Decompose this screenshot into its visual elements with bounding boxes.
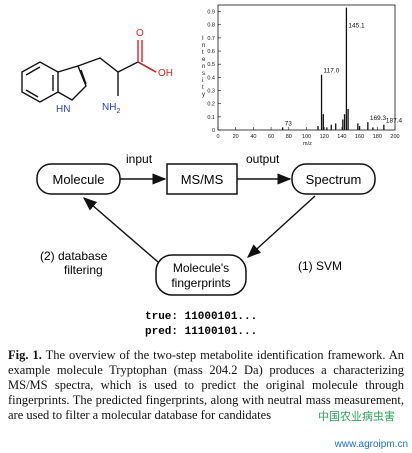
x-tick-label: 160 bbox=[355, 134, 364, 140]
peak-label: 117.0 bbox=[324, 68, 340, 75]
peak-label: 187.4 bbox=[386, 118, 403, 125]
y-tick-label: 0.2 bbox=[207, 102, 215, 108]
x-tick-label: 40 bbox=[250, 134, 256, 140]
pred-fingerprint: pred: 11100101... bbox=[145, 326, 257, 338]
x-tick-label: 120 bbox=[320, 134, 329, 140]
oxygen-label: O bbox=[136, 28, 144, 39]
database-filtering-arrow bbox=[82, 197, 159, 263]
figure-label: Fig. 1. bbox=[8, 348, 42, 362]
database-filtering-label-2: filtering bbox=[64, 263, 103, 277]
fingerprints-node-label-1: Molecule's bbox=[173, 261, 229, 275]
amine-label: NH2 bbox=[102, 102, 120, 115]
svm-arrow-label: (1) SVM bbox=[298, 259, 342, 273]
molecule-node-label: Molecule bbox=[52, 172, 104, 187]
ms-spectrum-chart: 0 0.1 0.2 0.3 0.4 0.5 0.6 0.7 0.8 0.9 0 20 40 60 80 10… bbox=[202, 4, 403, 147]
true-fingerprint: true: 11000101... bbox=[145, 311, 257, 323]
x-tick-label: 60 bbox=[268, 134, 274, 140]
overview-figure: O OH NH2 HN 0 0.1 0.2 0.3 0.4 0.5 0.6 0.7 0.8 0.9… bbox=[21, 4, 403, 338]
x-axis-label: m/z bbox=[303, 141, 312, 147]
svm-arrow bbox=[246, 195, 316, 258]
watermark-chinese: 中国农业病虫害 bbox=[318, 410, 395, 423]
peak-label: 169.3 bbox=[370, 115, 387, 122]
caption-text: The overview of the two-step metabolite … bbox=[8, 348, 405, 422]
x-tick-label: 0 bbox=[216, 134, 219, 140]
x-tick-label: 180 bbox=[373, 134, 382, 140]
y-tick-label: 0 bbox=[212, 128, 215, 134]
tryptophan-structure bbox=[21, 40, 157, 103]
indole-nh-label: HN bbox=[56, 104, 70, 115]
x-tick-label: 200 bbox=[390, 134, 399, 140]
peak-label: 73 bbox=[285, 120, 293, 127]
plot-frame bbox=[217, 4, 396, 131]
fingerprints-node bbox=[155, 254, 247, 296]
y-tick-label: 0.9 bbox=[207, 10, 215, 16]
y-tick-label: 0.4 bbox=[207, 75, 215, 81]
figure-caption: Fig. 1. The overview of the two-step met… bbox=[8, 348, 404, 423]
msms-node-label: MS/MS bbox=[181, 172, 224, 187]
x-tick-label: 20 bbox=[233, 134, 239, 140]
y-tick-label: 0.3 bbox=[207, 89, 215, 95]
output-arrow-label: output bbox=[246, 152, 280, 166]
x-tick-label: 100 bbox=[302, 134, 311, 140]
y-tick-label: 0.5 bbox=[207, 62, 215, 68]
fingerprints-node-label-2: fingerprints bbox=[171, 276, 230, 290]
database-filtering-label-1: (2) database bbox=[40, 249, 108, 263]
watermark-url: www.agroipm.cn bbox=[334, 439, 408, 450]
pyrrole-ring bbox=[57, 65, 87, 101]
x-tick-label: 80 bbox=[286, 134, 292, 140]
y-tick-label: 0.6 bbox=[207, 49, 215, 55]
x-tick-label: 140 bbox=[337, 134, 346, 140]
y-tick-label: 0.8 bbox=[207, 23, 215, 29]
peak-label: 145.1 bbox=[348, 23, 365, 30]
hydroxyl-label: OH bbox=[158, 68, 173, 79]
input-arrow-label: input bbox=[126, 152, 153, 166]
y-tick-label: 0.7 bbox=[207, 36, 215, 42]
spectrum-node bbox=[291, 163, 376, 195]
spectrum-node-label: Spectrum bbox=[306, 172, 362, 187]
y-tick-label: 0.1 bbox=[207, 115, 215, 121]
